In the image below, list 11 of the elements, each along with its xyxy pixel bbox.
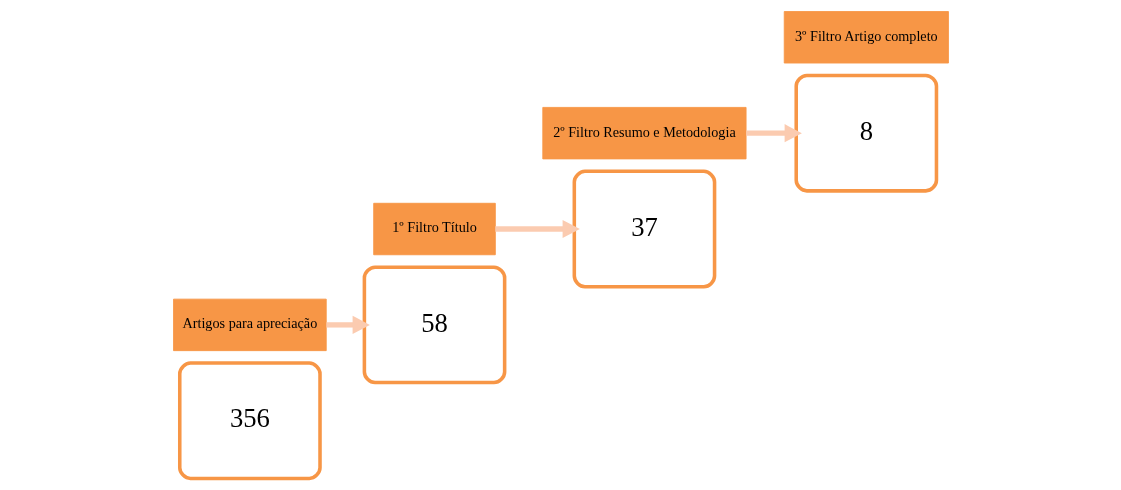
node-box: 356 xyxy=(177,361,322,481)
node-box: 8 xyxy=(793,73,938,193)
arrow xyxy=(494,219,580,239)
node-box: 1º Filtro Título xyxy=(372,202,496,256)
arrow xyxy=(325,315,370,334)
node-box: 3º Filtro Artigo completo xyxy=(783,11,949,64)
arrow xyxy=(745,124,802,143)
node-box: Artigos para apreciação xyxy=(172,298,327,352)
node-box: 58 xyxy=(362,265,506,385)
node-box: 37 xyxy=(572,169,716,289)
node-box: 2º Filtro Resumo e Metodologia xyxy=(541,106,746,160)
